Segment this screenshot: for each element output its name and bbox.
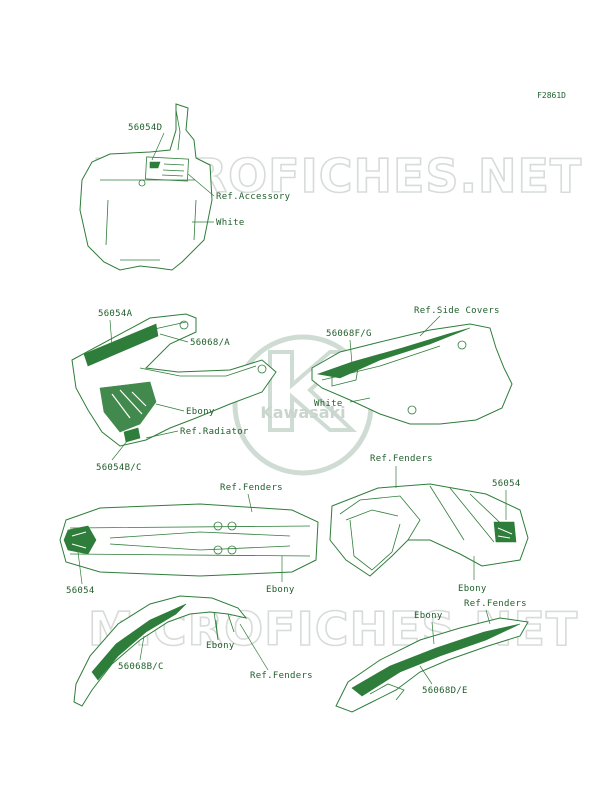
rear-fender-top-view[interactable] bbox=[59, 503, 319, 577]
bolt-icon bbox=[457, 340, 467, 350]
front-fender-side[interactable] bbox=[335, 617, 529, 713]
label-front-ref-fenders: Ref.Fenders bbox=[250, 671, 313, 681]
label-56054bc: 56054B/C bbox=[96, 463, 142, 473]
label-left-56054: 56054 bbox=[66, 586, 95, 596]
number-plate[interactable] bbox=[79, 103, 213, 271]
label-56068fg: 56068F/G bbox=[326, 329, 372, 339]
side-cover[interactable] bbox=[311, 323, 513, 425]
label-right-56054: 56054 bbox=[492, 479, 521, 489]
label-ref-radiator: Ref.Radiator bbox=[180, 427, 249, 437]
front-fender[interactable] bbox=[73, 595, 248, 707]
rear-fender-rear-view[interactable] bbox=[329, 483, 529, 577]
plate-sticker bbox=[145, 156, 189, 182]
label-plate-white: White bbox=[216, 218, 245, 228]
bolt-icon bbox=[138, 179, 146, 187]
label-ref-accessory: Ref.Accessory bbox=[216, 192, 291, 202]
label-side-white: White bbox=[314, 399, 343, 409]
bolt-icon bbox=[213, 545, 223, 555]
bolt-icon bbox=[407, 405, 417, 415]
bolt-icon bbox=[227, 545, 237, 555]
label-56054d: 56054D bbox=[128, 123, 162, 133]
label-front2-ref-fenders: Ref.Fenders bbox=[464, 599, 527, 609]
watermark-brand: Kawasaki bbox=[260, 403, 345, 422]
bolt-icon bbox=[179, 320, 189, 330]
label-right-ref-fenders: Ref.Fenders bbox=[370, 454, 433, 464]
label-left-ref-fenders: Ref.Fenders bbox=[220, 483, 283, 493]
label-56068bc: 56068B/C bbox=[118, 662, 164, 672]
figure-id: F2861D bbox=[537, 91, 566, 100]
bolt-icon bbox=[213, 521, 223, 531]
label-front2-ebony: Ebony bbox=[414, 611, 443, 621]
label-left-ebony: Ebony bbox=[266, 585, 295, 595]
label-56054a: 56054A bbox=[98, 309, 133, 319]
label-right-ebony: Ebony bbox=[458, 584, 487, 594]
label-shroud-ebony: Ebony bbox=[186, 407, 215, 417]
label-56068de: 56068D/E bbox=[422, 686, 468, 696]
radiator-shroud[interactable] bbox=[71, 313, 277, 447]
bolt-icon bbox=[257, 364, 267, 374]
label-56068a: 56068/A bbox=[190, 338, 230, 348]
label-ref-side-covers: Ref.Side Covers bbox=[414, 306, 500, 316]
bolt-icon bbox=[227, 521, 237, 531]
label-front-ebony: Ebony bbox=[206, 641, 235, 651]
